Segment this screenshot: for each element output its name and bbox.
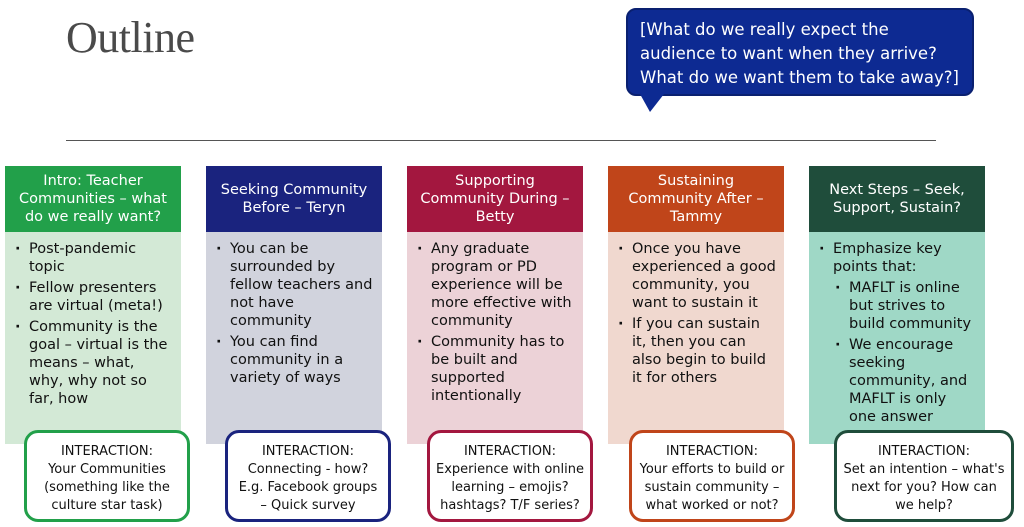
interaction-title: INTERACTION: — [665, 444, 759, 459]
interaction-title: INTERACTION: — [877, 444, 971, 459]
bullet-text: Emphasize key points that: — [833, 241, 942, 275]
interaction-box: INTERACTION: Connecting - how? E.g. Face… — [225, 430, 391, 522]
bullet-item: You can find community in a variety of w… — [216, 333, 374, 387]
bullet-item: Once you have experienced a good communi… — [618, 240, 776, 312]
interaction-line: Experience with online — [436, 462, 584, 477]
divider-line — [66, 140, 936, 141]
bullet-list: Any graduate program or PD experience wi… — [415, 240, 575, 405]
column-header: Seeking Community Before – Teryn — [206, 166, 382, 232]
interaction-line: we help? — [895, 498, 953, 513]
bullet-item: Any graduate program or PD experience wi… — [417, 240, 575, 330]
column-next-steps: Next Steps – Seek, Support, Sustain? Emp… — [809, 166, 985, 444]
interaction-line: Set an intention – what's — [843, 462, 1005, 477]
speech-callout: [What do we really expect the audience t… — [626, 8, 974, 96]
slide-title: Outline — [66, 13, 195, 62]
sub-bullet-item: We encourage seeking community, and MAFL… — [835, 336, 977, 426]
column-header: Supporting Community During – Betty — [407, 166, 583, 232]
interaction-line: – Quick survey — [260, 498, 356, 513]
column-sustaining: Sustaining Community After – Tammy Once … — [608, 166, 784, 444]
interaction-line: learning – emojis? — [451, 480, 569, 495]
sub-bullet-item: MAFLT is online but strives to build com… — [835, 279, 977, 333]
column-body: You can be surrounded by fellow teachers… — [206, 232, 382, 444]
bullet-list: Emphasize key points that: MAFLT is onli… — [817, 240, 977, 426]
bullet-list: Once you have experienced a good communi… — [616, 240, 776, 387]
interaction-line: culture star task) — [51, 498, 163, 513]
bullet-item: Community is the goal – virtual is the m… — [15, 318, 173, 408]
interaction-title: INTERACTION: — [463, 444, 557, 459]
column-header: Sustaining Community After – Tammy — [608, 166, 784, 232]
interaction-box: INTERACTION: Set an intention – what's n… — [834, 430, 1014, 522]
interaction-title: INTERACTION: — [60, 444, 154, 459]
interaction-line: next for you? How can — [851, 480, 997, 495]
bullet-item: You can be surrounded by fellow teachers… — [216, 240, 374, 330]
bullet-item: Post-pandemic topic — [15, 240, 173, 276]
interaction-box: INTERACTION: Your efforts to build or su… — [629, 430, 795, 522]
interaction-line: hashtags? T/F series? — [440, 498, 580, 513]
interaction-title: INTERACTION: — [261, 444, 355, 459]
column-body: Post-pandemic topic Fellow presenters ar… — [5, 232, 181, 444]
column-header: Next Steps – Seek, Support, Sustain? — [809, 166, 985, 232]
bullet-item: If you can sustain it, then you can also… — [618, 315, 776, 387]
interaction-box: INTERACTION: Your Communities (something… — [24, 430, 190, 522]
sub-bullet-list: MAFLT is online but strives to build com… — [833, 279, 977, 426]
interaction-line: sustain community – — [644, 480, 780, 495]
column-body: Emphasize key points that: MAFLT is onli… — [809, 232, 985, 444]
bullet-item: Emphasize key points that: MAFLT is onli… — [819, 240, 977, 426]
column-body: Once you have experienced a good communi… — [608, 232, 784, 444]
interaction-line: E.g. Facebook groups — [238, 480, 378, 495]
interaction-line: what worked or not? — [645, 498, 779, 513]
column-seeking: Seeking Community Before – Teryn You can… — [206, 166, 382, 444]
column-intro: Intro: Teacher Communities – what do we … — [5, 166, 181, 444]
column-supporting: Supporting Community During – Betty Any … — [407, 166, 583, 444]
column-header: Intro: Teacher Communities – what do we … — [5, 166, 181, 232]
interaction-line: Your Communities — [48, 462, 166, 477]
interaction-line: Your efforts to build or — [639, 462, 785, 477]
bullet-list: You can be surrounded by fellow teachers… — [214, 240, 374, 387]
bullet-item: Fellow presenters are virtual (meta!) — [15, 279, 173, 315]
interaction-line: (something like the — [44, 480, 170, 495]
callout-tail — [640, 94, 664, 112]
interaction-line: Connecting - how? — [247, 462, 369, 477]
column-body: Any graduate program or PD experience wi… — [407, 232, 583, 444]
bullet-item: Community has to be built and supported … — [417, 333, 575, 405]
bullet-list: Post-pandemic topic Fellow presenters ar… — [13, 240, 173, 408]
interaction-box: INTERACTION: Experience with online lear… — [427, 430, 593, 522]
